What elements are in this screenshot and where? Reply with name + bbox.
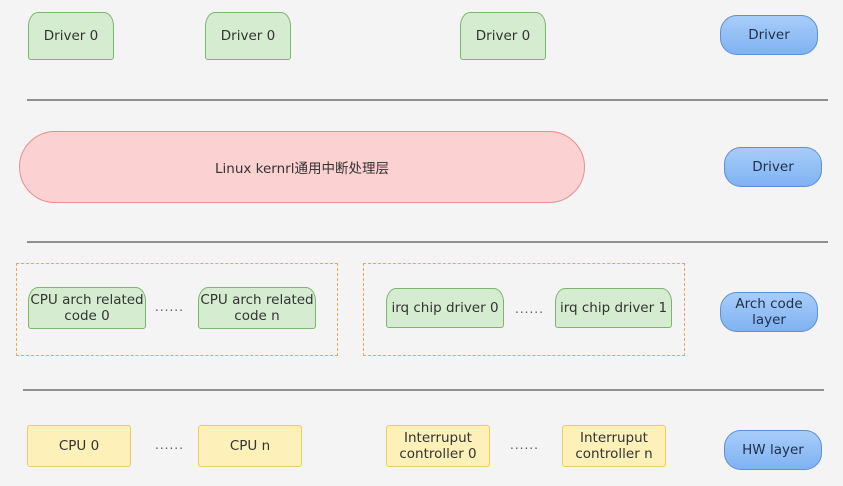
driver-box-1: Driver 0: [28, 12, 114, 60]
interrupt-controller-0-label: Interruput controller 0: [399, 430, 477, 462]
layer-label-arch-code: Arch code layer: [720, 292, 818, 332]
interrupt-controller-n-label: Interruput controller n: [575, 430, 653, 462]
irq-chip-group: [363, 263, 685, 356]
irq-chip-driver-0: irq chip driver 0: [386, 288, 504, 328]
driver-box-2: Driver 0: [205, 12, 291, 60]
layer-label-arch-code-text: Arch code layer: [735, 296, 803, 328]
ellipsis-cpu-arch: ......: [155, 300, 184, 314]
divider-3: [23, 389, 824, 391]
linux-generic-irq-layer-label: Linux kernrl通用中断处理层: [215, 161, 389, 177]
irq-chip-driver-1-label: irq chip driver 1: [559, 300, 668, 316]
layer-label-hw: HW layer: [724, 430, 822, 470]
layer-label-driver-1: Driver: [720, 15, 818, 55]
driver-box-1-label: Driver 0: [43, 28, 99, 44]
irq-chip-driver-0-label: irq chip driver 0: [391, 300, 499, 316]
interrupt-controller-n: Interruput controller n: [562, 425, 666, 467]
layer-label-driver-1-text: Driver: [748, 27, 790, 43]
cpu-0: CPU 0: [27, 425, 131, 467]
layer-label-driver-2-text: Driver: [752, 159, 794, 175]
cpu-arch-code-n-label: CPU arch related code n: [200, 292, 314, 324]
cpu-0-label: CPU 0: [58, 438, 100, 454]
cpu-arch-group: [16, 263, 338, 356]
driver-box-3: Driver 0: [460, 12, 546, 60]
layer-label-hw-text: HW layer: [742, 442, 804, 458]
divider-1: [27, 99, 828, 101]
divider-2: [27, 241, 828, 243]
ellipsis-cpu: ......: [155, 438, 184, 452]
cpu-arch-code-0: CPU arch related code 0: [28, 287, 146, 329]
driver-box-2-label: Driver 0: [220, 28, 276, 44]
cpu-n: CPU n: [198, 425, 302, 467]
linux-generic-irq-layer: Linux kernrl通用中断处理层: [19, 131, 585, 203]
interrupt-controller-0: Interruput controller 0: [386, 425, 490, 467]
layer-label-driver-2: Driver: [724, 147, 822, 187]
driver-box-3-label: Driver 0: [475, 28, 531, 44]
cpu-n-label: CPU n: [229, 438, 271, 454]
ellipsis-interrupt-controller: ......: [510, 438, 539, 452]
cpu-arch-code-n: CPU arch related code n: [198, 287, 316, 329]
ellipsis-irq-chip: ......: [515, 302, 544, 316]
irq-chip-driver-1: irq chip driver 1: [555, 288, 672, 328]
cpu-arch-code-0-label: CPU arch related code 0: [30, 292, 144, 324]
